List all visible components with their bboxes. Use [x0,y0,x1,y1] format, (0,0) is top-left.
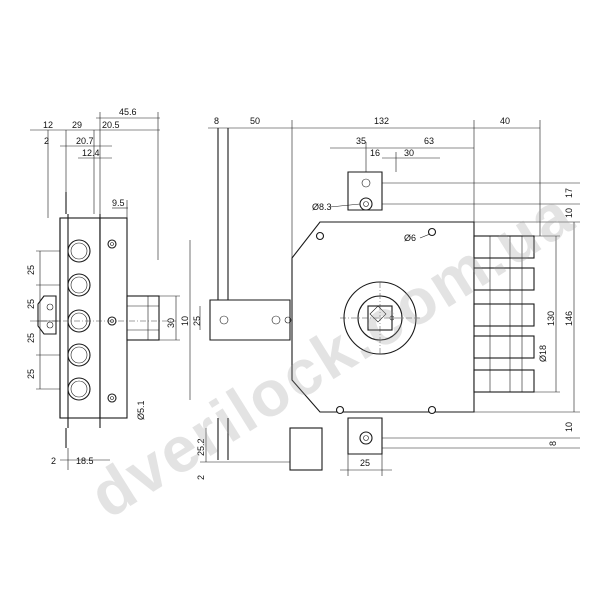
dim-label: 8 [548,441,558,446]
side-right-dimensions: 30 10 25 Ø5.1 [136,240,202,420]
dim-label: 2 [51,456,56,466]
front-hole-diameters: Ø8.3 Ø6 Ø18 [312,202,548,362]
dim-label: 25 [192,316,202,326]
side-left-dimensions: 25 25 25 25 [26,250,60,390]
bolt-stack [473,235,535,393]
dim-label: 25.2 [196,438,206,456]
dim-label: 130 [546,311,556,326]
front-top-dimensions: 8 50 132 40 35 63 16 30 [208,116,541,258]
front-right-dimensions: 17 10 130 146 10 8 [382,182,580,449]
dim-label: 50 [250,116,260,126]
dim-label: 9.5 [112,198,125,208]
dim-label: 20.5 [102,120,120,130]
dim-label: 30 [166,318,176,328]
dim-label: 10 [564,422,574,432]
dim-label: 16 [370,148,380,158]
dim-label: 12 [43,120,53,130]
latch-body [126,295,160,341]
dim-label: 45.6 [119,107,137,117]
dim-label: 18.5 [76,456,94,466]
dim-label: 63 [424,136,434,146]
side-bottom-dimensions: 2 18.5 [51,448,110,470]
dim-label: 25 [26,299,36,309]
dim-label: Ø18 [538,345,548,362]
dim-label: 132 [374,116,389,126]
dim-label: 35 [356,136,366,146]
dim-label: 40 [500,116,510,126]
dim-label: 25 [26,369,36,379]
dim-label: Ø8.3 [312,202,332,212]
key-head-icon [37,295,57,335]
dim-label: 146 [564,311,574,326]
front-bottom-dimensions: 25 [340,454,392,476]
dim-label: 12.4 [82,148,100,158]
dim-label: 10 [180,316,190,326]
dim-label: 30 [404,148,414,158]
dim-label: 20.7 [76,136,94,146]
dim-label: 25 [26,333,36,343]
tailpiece [209,299,291,341]
dim-label: 25 [26,265,36,275]
side-top-dimensions: 12 29 20.5 45.6 2 20.7 12.4 9.5 [30,107,160,296]
dim-label: 25 [360,458,370,468]
dim-label: Ø5.1 [136,400,146,420]
front-view: 8 50 132 40 35 63 16 30 Ø8.3 Ø6 Ø18 25.2… [196,116,580,480]
dim-label: 10 [564,208,574,218]
dim-label: 2 [44,136,49,146]
side-view: 12 29 20.5 45.6 2 20.7 12.4 9.5 25 25 25… [26,107,202,470]
dim-label: 8 [214,116,219,126]
dim-label: Ø6 [404,233,416,243]
dim-label: 29 [72,120,82,130]
dim-label: 2 [196,475,206,480]
front-left-dimensions: 25.2 2 [196,428,207,480]
dim-label: 17 [564,188,574,198]
